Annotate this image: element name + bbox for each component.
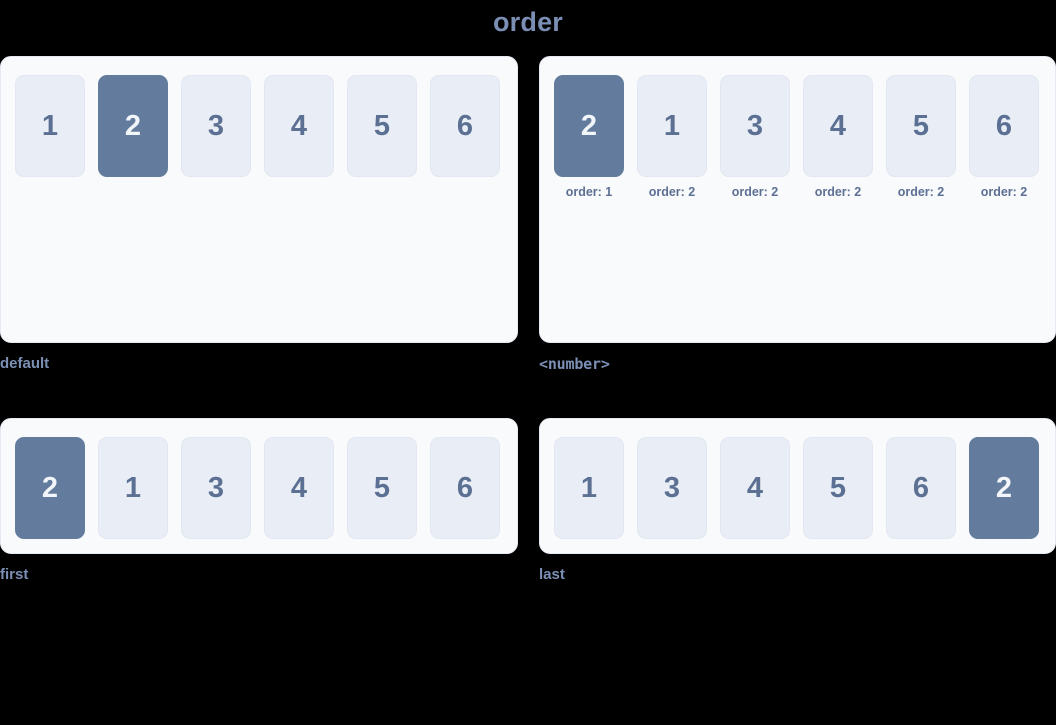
flex-item-box[interactable]: 4 bbox=[264, 75, 334, 177]
flex-item-box[interactable]: 4 bbox=[264, 437, 334, 539]
flex-item-box[interactable]: 3 bbox=[720, 75, 790, 177]
flex-item[interactable]: 3 order: 2 bbox=[720, 75, 790, 199]
flex-item-order-label: order: 2 bbox=[897, 185, 945, 199]
flex-item[interactable]: 3 bbox=[181, 437, 251, 539]
demo-label: <number> bbox=[539, 355, 610, 373]
flex-item[interactable]: 3 bbox=[181, 75, 251, 177]
flex-item-box[interactable]: 5 bbox=[803, 437, 873, 539]
flex-item[interactable]: 5 bbox=[347, 75, 417, 177]
flex-item[interactable]: 6 bbox=[430, 75, 500, 177]
demo-card: 2 order: 1 1 order: 2 3 order: 2 4 order: 2 5 ord… bbox=[539, 56, 1056, 343]
flex-item[interactable]: 2 bbox=[969, 437, 1039, 539]
flex-item-box[interactable]: 6 bbox=[430, 75, 500, 177]
items-row: 2 order: 1 1 order: 2 3 order: 2 4 order: 2 5 ord… bbox=[554, 75, 1041, 199]
flex-item-box[interactable]: 3 bbox=[181, 437, 251, 539]
flex-item-order-label: order: 2 bbox=[648, 185, 696, 199]
demo-block: 2 order: 1 1 order: 2 3 order: 2 4 order: 2 5 ord… bbox=[539, 56, 1056, 373]
flex-item[interactable]: 3 bbox=[637, 437, 707, 539]
flex-item-order-label: order: 1 bbox=[565, 185, 613, 199]
flex-item-box-highlighted[interactable]: 2 bbox=[98, 75, 168, 177]
flex-item[interactable]: 5 order: 2 bbox=[886, 75, 956, 199]
flex-item[interactable]: 2 bbox=[98, 75, 168, 177]
flex-item[interactable]: 5 bbox=[803, 437, 873, 539]
flex-item[interactable]: 5 bbox=[347, 437, 417, 539]
flex-item[interactable]: 1 bbox=[554, 437, 624, 539]
flex-item-box-highlighted[interactable]: 2 bbox=[15, 437, 85, 539]
demo-label: first bbox=[0, 566, 29, 583]
flex-item[interactable]: 1 bbox=[98, 437, 168, 539]
flex-item[interactable]: 6 bbox=[430, 437, 500, 539]
flex-item-order-label: order: 2 bbox=[814, 185, 862, 199]
flex-item-box[interactable]: 5 bbox=[886, 75, 956, 177]
flex-item-box[interactable]: 5 bbox=[347, 75, 417, 177]
flex-item-order-label: order: 2 bbox=[980, 185, 1028, 199]
flex-item-order-label: order: 2 bbox=[731, 185, 779, 199]
flex-item-box[interactable]: 3 bbox=[637, 437, 707, 539]
demo-label: default bbox=[0, 355, 50, 372]
flex-item[interactable]: 4 bbox=[264, 75, 334, 177]
flex-item-box[interactable]: 4 bbox=[720, 437, 790, 539]
flex-item[interactable]: 6 order: 2 bbox=[969, 75, 1039, 199]
flex-item-box[interactable]: 1 bbox=[554, 437, 624, 539]
flex-item[interactable]: 2 order: 1 bbox=[554, 75, 624, 199]
flex-item[interactable]: 1 bbox=[15, 75, 85, 177]
flex-item-box[interactable]: 3 bbox=[181, 75, 251, 177]
flex-item[interactable]: 1 order: 2 bbox=[637, 75, 707, 199]
flex-item[interactable]: 4 order: 2 bbox=[803, 75, 873, 199]
flex-item-box[interactable]: 6 bbox=[969, 75, 1039, 177]
flex-item-box[interactable]: 6 bbox=[430, 437, 500, 539]
flex-item-box[interactable]: 1 bbox=[15, 75, 85, 177]
flex-item-box[interactable]: 6 bbox=[886, 437, 956, 539]
flex-item[interactable]: 2 bbox=[15, 437, 85, 539]
flex-item-box[interactable]: 5 bbox=[347, 437, 417, 539]
flex-item-box[interactable]: 1 bbox=[98, 437, 168, 539]
flex-item[interactable]: 6 bbox=[886, 437, 956, 539]
demo-label: last bbox=[539, 566, 565, 583]
flex-item-box-highlighted[interactable]: 2 bbox=[554, 75, 624, 177]
flex-item-box[interactable]: 1 bbox=[637, 75, 707, 177]
flex-item[interactable]: 4 bbox=[264, 437, 334, 539]
page-title: order bbox=[492, 7, 564, 37]
flex-item[interactable]: 4 bbox=[720, 437, 790, 539]
flex-item-box-highlighted[interactable]: 2 bbox=[969, 437, 1039, 539]
flex-item-box[interactable]: 4 bbox=[803, 75, 873, 177]
